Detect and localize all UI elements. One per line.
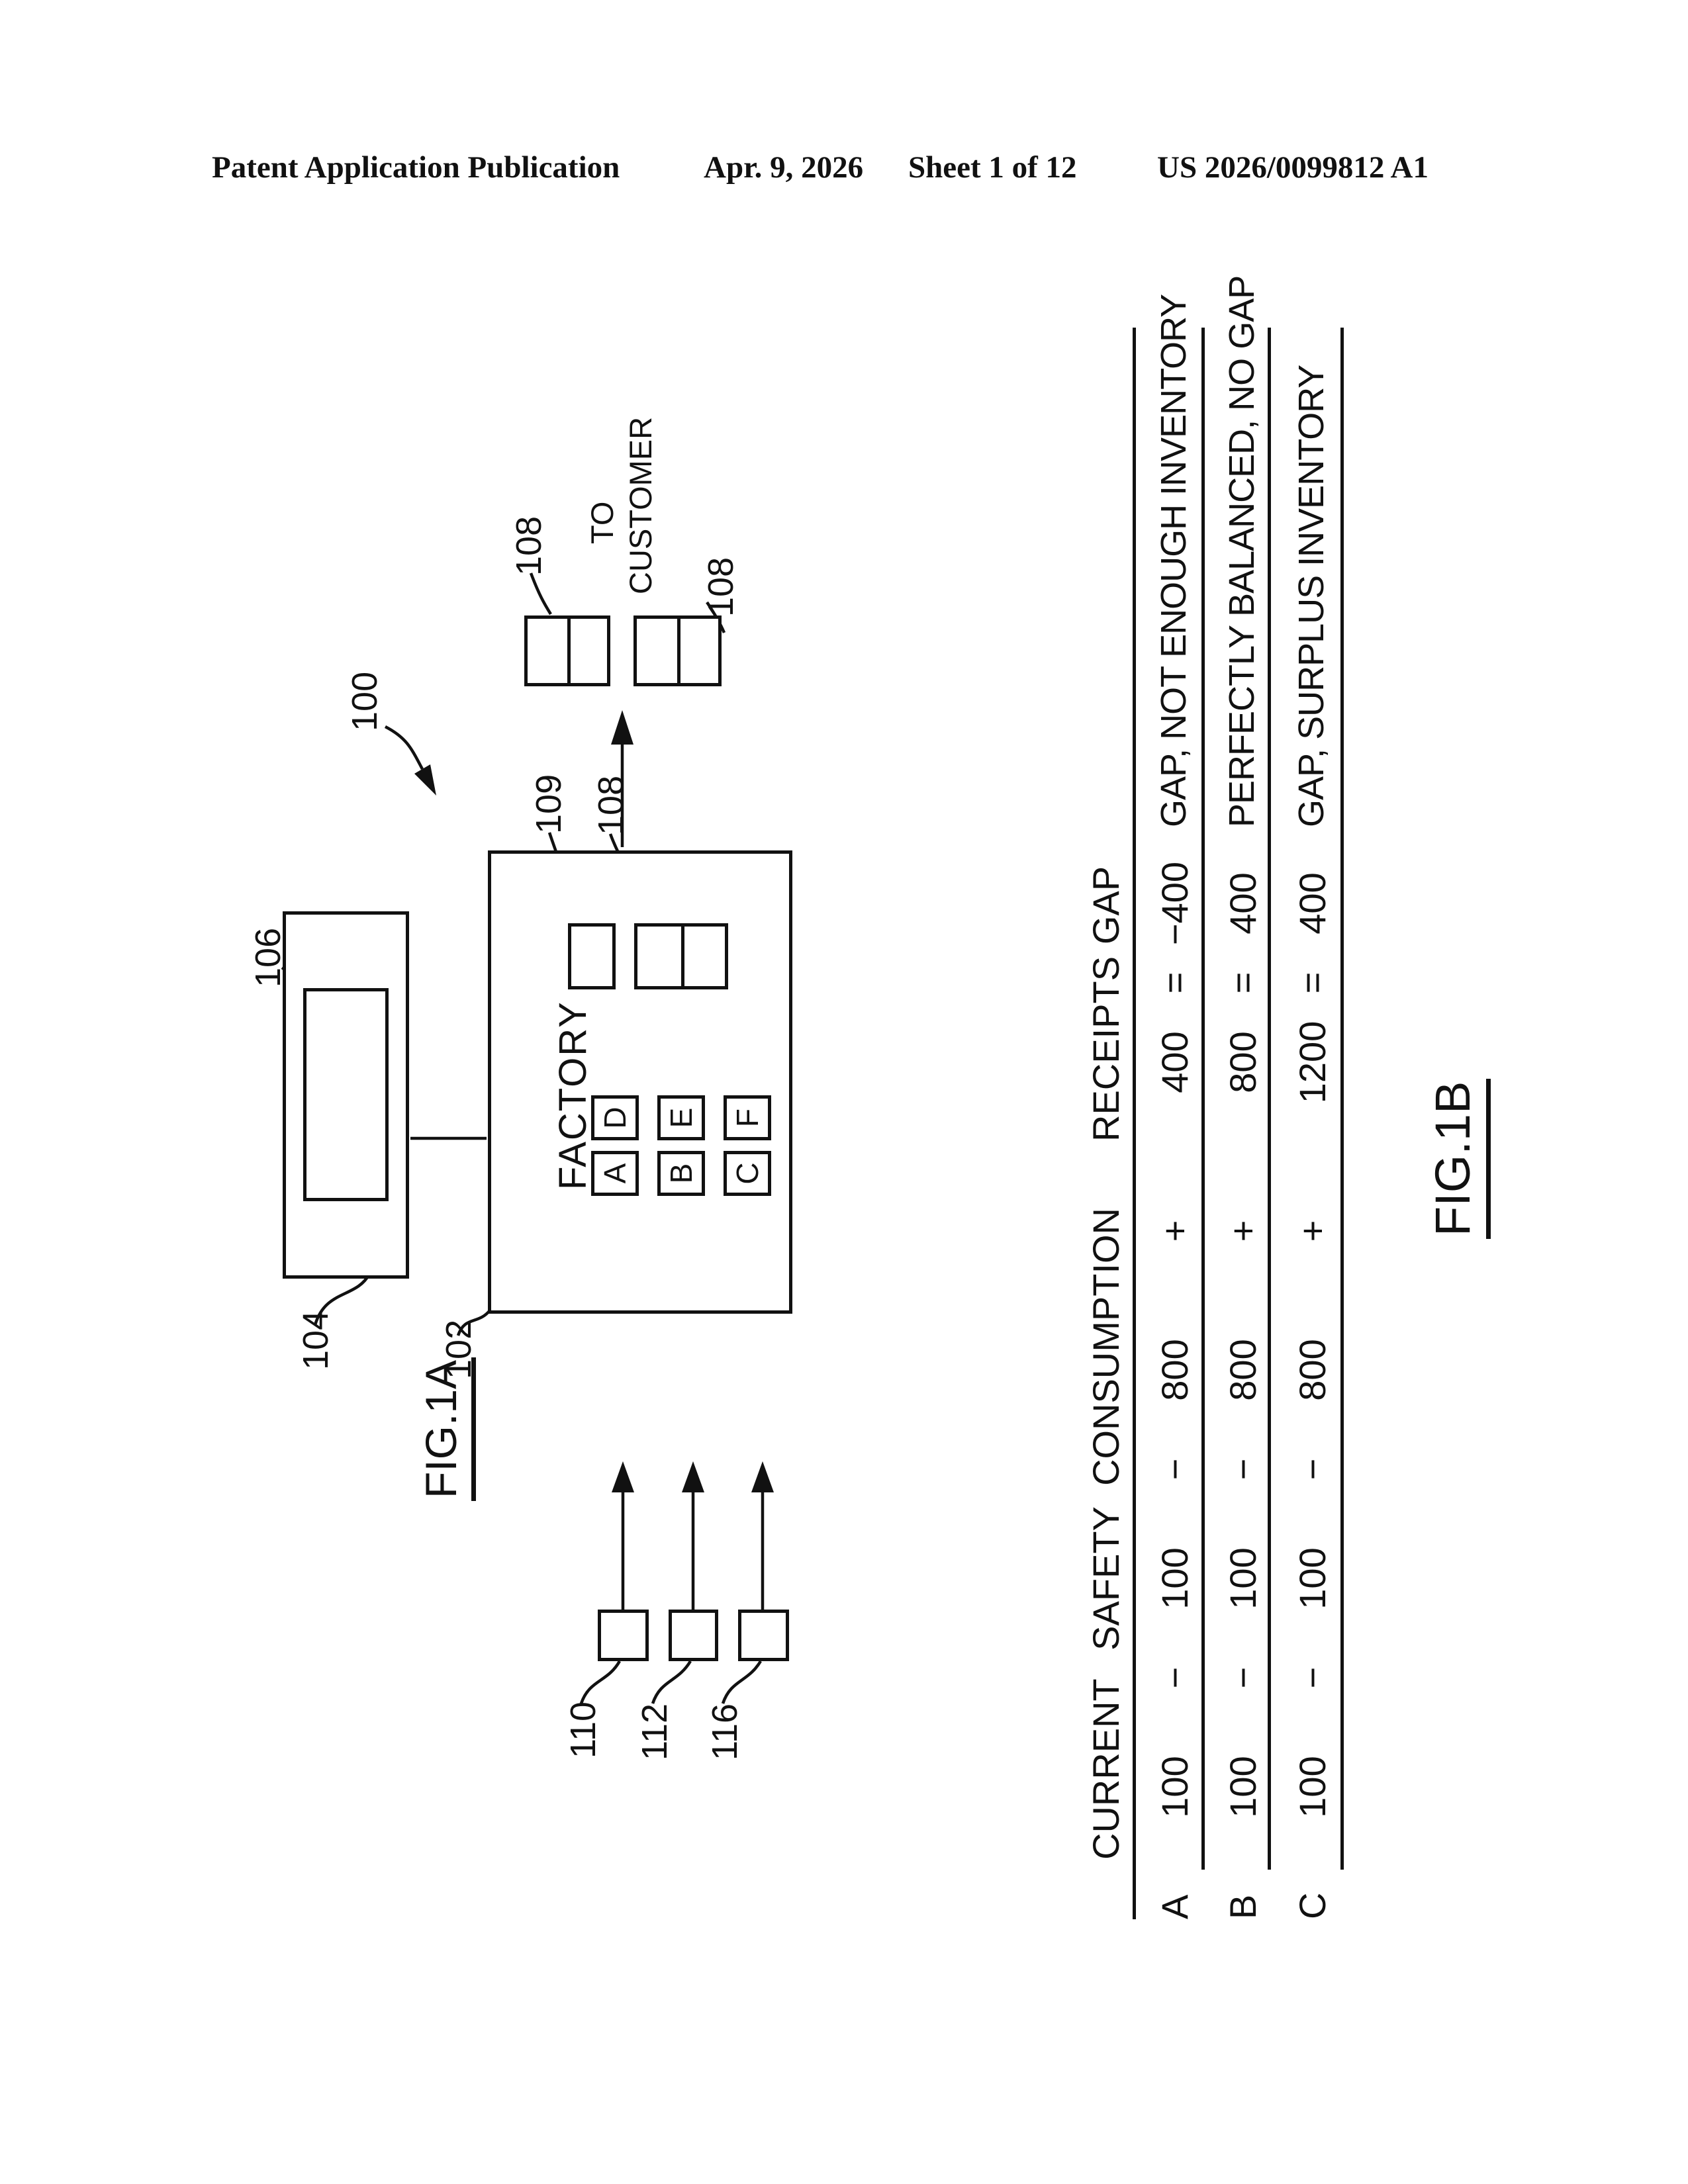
to-customer-line2: CUSTOMER xyxy=(623,416,658,594)
row-c-gap: 400 xyxy=(1291,872,1333,934)
fig1b-caption: FIG.1B xyxy=(1425,1078,1491,1239)
row-b-consumption: 800 xyxy=(1222,1339,1264,1401)
col-header-current: CURRENT xyxy=(1085,1678,1127,1860)
row-c-consumption: 800 xyxy=(1291,1339,1333,1401)
ref-label-108-factory: 108 xyxy=(591,775,631,835)
figures-rotated-container: 100 110 112 116 104 106 FACTORY 102 A B … xyxy=(248,276,1509,1919)
col-header-safety: SAFETY xyxy=(1085,1506,1127,1651)
factory-label: FACTORY xyxy=(551,1001,594,1190)
output-box-108 xyxy=(634,923,728,989)
row-c-note: GAP, SURPLUS INVENTORY xyxy=(1291,365,1331,827)
row-a-gap: −400 xyxy=(1154,861,1196,946)
customer-box-bottom-divider xyxy=(677,619,680,683)
row-c-safety: 100 xyxy=(1291,1547,1333,1610)
row-a-safety: 100 xyxy=(1154,1547,1196,1610)
part-letter-b: B xyxy=(664,1163,698,1184)
part-letter-a: A xyxy=(598,1163,632,1184)
part-box-c: C xyxy=(724,1151,771,1196)
row-a-plus: + xyxy=(1154,1220,1196,1242)
ref-label-108-customer-bottom: 108 xyxy=(701,557,741,617)
part-box-f: F xyxy=(724,1095,771,1140)
ref-label-104: 104 xyxy=(296,1310,336,1370)
row-c-minus1: − xyxy=(1291,1666,1333,1689)
ref-label-106: 106 xyxy=(248,927,288,987)
row-a-minus2: − xyxy=(1154,1458,1196,1480)
part-box-a: A xyxy=(591,1151,639,1196)
ref-label-110: 110 xyxy=(563,1701,603,1758)
table-bottom-rule xyxy=(1340,328,1344,1870)
part-letter-e: E xyxy=(664,1107,698,1128)
leader-112 xyxy=(651,1660,692,1704)
page-header: Patent Application Publication Apr. 9, 2… xyxy=(0,150,1688,196)
input-arrowhead-3-icon xyxy=(751,1461,774,1492)
row-a-consumption: 800 xyxy=(1154,1339,1196,1401)
ref-label-100: 100 xyxy=(345,671,385,731)
header-sheet: Sheet 1 of 12 xyxy=(908,150,1077,185)
col-header-receipts: RECEIPTS xyxy=(1085,956,1127,1142)
input-box-110 xyxy=(598,1610,649,1661)
row-a-equals: = xyxy=(1154,972,1196,994)
part-letter-d: D xyxy=(598,1107,632,1129)
row-c-equals: = xyxy=(1291,972,1333,994)
leader-104 xyxy=(313,1273,371,1326)
part-box-b: B xyxy=(657,1151,705,1196)
to-customer-line1: TO xyxy=(585,501,620,544)
row-a-current: 100 xyxy=(1154,1756,1196,1818)
col-header-gap: GAP xyxy=(1085,866,1127,945)
row-b-current: 100 xyxy=(1222,1756,1264,1818)
customer-box-top xyxy=(524,615,610,686)
table-row-rule-2 xyxy=(1268,328,1271,1870)
buffer-box-109 xyxy=(568,923,616,989)
leader-108-customer-top xyxy=(529,572,552,615)
table-row-rule-1 xyxy=(1201,328,1205,1870)
row-b-minus2: − xyxy=(1222,1458,1264,1480)
leader-102 xyxy=(456,1309,491,1336)
row-b-receipts: 800 xyxy=(1222,1031,1264,1093)
row-c-label: C xyxy=(1291,1892,1333,1919)
customer-arrowhead-icon xyxy=(611,710,633,745)
row-c-current: 100 xyxy=(1291,1756,1333,1818)
row-c-receipts: 1200 xyxy=(1291,1021,1333,1104)
part-box-e: E xyxy=(657,1095,705,1140)
row-a-note: GAP, NOT ENOUGH INVENTORY xyxy=(1154,294,1194,827)
input-box-116 xyxy=(738,1610,789,1661)
customer-box-bottom xyxy=(633,615,722,686)
leader-110 xyxy=(579,1660,621,1704)
row-b-label: B xyxy=(1222,1894,1264,1919)
erp-inner-box-106 xyxy=(303,988,389,1201)
ref-label-108-customer-top: 108 xyxy=(509,516,549,576)
row-b-note: PERFECTLY BALANCED, NO GAP xyxy=(1222,275,1262,827)
part-letter-f: F xyxy=(730,1108,765,1128)
row-a-minus1: − xyxy=(1154,1666,1196,1689)
ref-100-leader xyxy=(384,725,424,770)
ref-label-109: 109 xyxy=(529,774,569,834)
col-header-consumption: CONSUMPTION xyxy=(1085,1208,1127,1486)
row-b-gap: 400 xyxy=(1222,872,1264,934)
ref-label-116: 116 xyxy=(705,1703,745,1760)
input-box-112 xyxy=(669,1610,718,1661)
header-publication: Patent Application Publication xyxy=(212,150,620,185)
input-arrowhead-1-icon xyxy=(612,1461,634,1492)
row-b-minus1: − xyxy=(1222,1666,1264,1689)
row-c-plus: + xyxy=(1291,1220,1333,1242)
fig1a-caption: FIG.1A xyxy=(416,1357,476,1501)
row-a-receipts: 400 xyxy=(1154,1031,1196,1093)
part-box-d: D xyxy=(591,1095,639,1140)
leader-116 xyxy=(721,1660,762,1704)
row-b-plus: + xyxy=(1222,1220,1264,1242)
table-header-rule xyxy=(1133,328,1136,1919)
factory-box-102 xyxy=(488,850,792,1314)
row-a-label: A xyxy=(1154,1894,1196,1919)
customer-box-top-divider xyxy=(567,619,571,683)
output-box-divider xyxy=(681,927,684,986)
ref-100-arrowhead-icon xyxy=(414,764,436,796)
row-c-minus2: − xyxy=(1291,1458,1333,1480)
header-doc-number: US 2026/0099812 A1 xyxy=(1157,150,1429,185)
part-letter-c: C xyxy=(730,1162,765,1185)
row-b-equals: = xyxy=(1222,972,1264,994)
header-date: Apr. 9, 2026 xyxy=(704,150,864,185)
row-b-safety: 100 xyxy=(1222,1547,1264,1610)
input-arrowhead-2-icon xyxy=(682,1461,704,1492)
ref-label-112: 112 xyxy=(635,1703,675,1760)
